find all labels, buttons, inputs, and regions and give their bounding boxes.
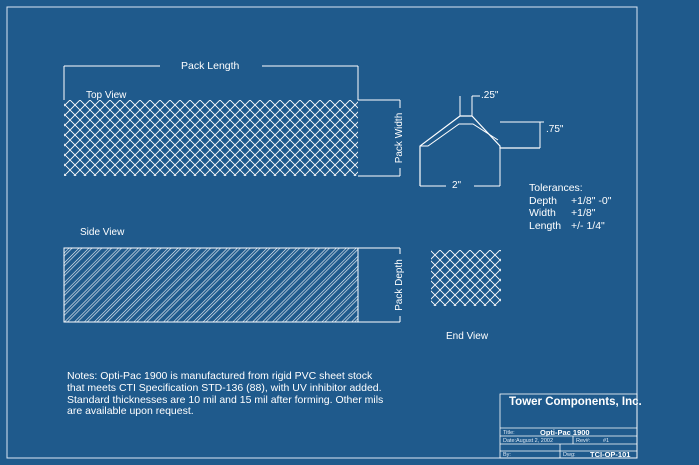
date-value: August 2, 2002 bbox=[516, 438, 554, 444]
side-view-label: Side View bbox=[80, 227, 125, 238]
notes-text: Notes: Opti-Pac 1900 is manufactured fro… bbox=[67, 370, 427, 418]
tolerance-label: Depth bbox=[529, 194, 558, 207]
tolerance-label: Width bbox=[529, 207, 556, 219]
flute-profile-detail bbox=[419, 95, 544, 187]
drawing-title: Opti-Pac 1900 bbox=[540, 428, 590, 437]
tolerance-value: +1/8" bbox=[571, 207, 596, 219]
dwg-label: Dwg: bbox=[563, 452, 576, 458]
top-view-label: Top View bbox=[86, 90, 127, 101]
title-label: Title: bbox=[503, 430, 515, 436]
tolerances-block: Tolerances: Depth +1/8" -0" Width +1/8" Le… bbox=[529, 182, 611, 232]
notes-line: Standard thicknesses are 10 mil and 15 m… bbox=[67, 393, 384, 406]
tolerance-row: Length +/- 1/4" bbox=[529, 220, 611, 233]
by-label: By: bbox=[503, 452, 511, 458]
pack-length-dimension bbox=[63, 65, 359, 100]
tolerance-label: Length bbox=[529, 219, 562, 232]
flute-pitch-label: 2" bbox=[452, 180, 462, 191]
drawing-number: TCI-OP-101 bbox=[590, 450, 631, 459]
end-view-mesh bbox=[431, 250, 501, 306]
tolerance-row: Depth +1/8" -0" bbox=[529, 195, 611, 208]
title-block-frame bbox=[499, 393, 638, 459]
end-view-label: End View bbox=[446, 331, 489, 342]
notes-line: that meets CTI Specification STD-136 (88… bbox=[67, 381, 382, 394]
tolerance-value: +/- 1/4" bbox=[571, 219, 605, 232]
top-view-mesh bbox=[64, 100, 358, 176]
notes-line: are available upon request. bbox=[67, 405, 194, 418]
tolerances-title: Tolerances: bbox=[529, 182, 583, 194]
side-view-pack bbox=[63, 247, 401, 323]
flute-height-label: .75" bbox=[546, 124, 564, 135]
pack-width-dimension bbox=[358, 99, 401, 177]
rev-value: #1 bbox=[603, 438, 610, 444]
date-label: Date: bbox=[503, 438, 517, 444]
sheet-border bbox=[6, 6, 638, 459]
pack-length-label: Pack Length bbox=[181, 60, 240, 72]
company-name: Tower Components, Inc. bbox=[509, 396, 642, 408]
notes-line: Notes: Opti-Pac 1900 is manufactured fro… bbox=[67, 370, 373, 382]
flute-top-label: .25" bbox=[481, 90, 499, 101]
pack-width-label: Pack Width bbox=[394, 112, 405, 164]
tolerance-row: Width +1/8" bbox=[529, 207, 611, 220]
rev-label: Rev#: bbox=[576, 438, 591, 444]
tolerance-value: +1/8" -0" bbox=[571, 194, 612, 207]
pack-depth-label: Pack Depth bbox=[394, 259, 405, 311]
